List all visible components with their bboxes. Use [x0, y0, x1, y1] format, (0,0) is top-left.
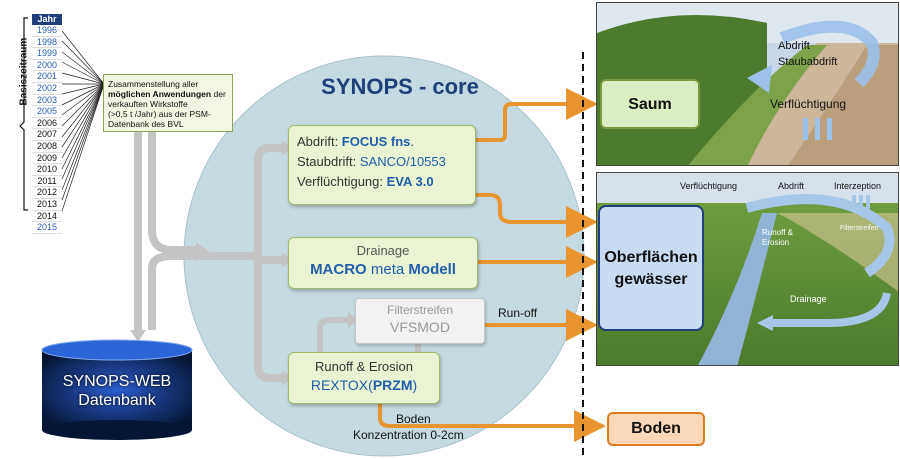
modell-label: Modell — [404, 261, 456, 278]
grey-arrow-head-filter — [348, 312, 358, 328]
year-item: 2008 — [32, 141, 62, 153]
year-item: 2003 — [32, 95, 62, 107]
grey-arrow-head-db — [130, 330, 146, 342]
oberfl-line1: Oberflächen — [604, 249, 698, 266]
rextox-label: REXTOX — [310, 377, 369, 393]
note-line4: (>0,5 t /Jahr) aus der PSM- — [108, 109, 211, 119]
note-line5: Datenbank des BVL — [108, 119, 184, 129]
photo2-drainage: Drainage — [790, 294, 827, 304]
photo1-verfluechtigung: Verflüchtigung — [770, 97, 847, 111]
photo2-verfluechtigung: Verflüchtigung — [680, 181, 738, 191]
grey-arrow-head-top — [282, 140, 292, 156]
photo1-staubabdrift: Staubabdrift — [778, 56, 838, 68]
filter-model: VFSMOD — [390, 319, 450, 335]
year-fan-lines — [61, 30, 105, 212]
year-item: 2000 — [32, 60, 62, 72]
core-title: SYNOPS - core — [321, 74, 479, 99]
drainage-title: Drainage — [356, 243, 410, 258]
filterstreifen-box: Filterstreifen VFSMOD — [355, 298, 485, 344]
drift-models-box: Abdrift: FOCUS fns. Staubdrift: SANCO/10… — [288, 125, 476, 205]
oberflaechengewaesser-box: Oberflächen gewässer — [598, 205, 704, 331]
note-line1: Zusammenstellung aller — [108, 79, 199, 89]
photo2-runoff: Runoff & — [762, 228, 793, 237]
year-item: 2012 — [32, 187, 62, 199]
macro-label: MACRO — [310, 261, 371, 278]
year-item: 1996 — [32, 25, 62, 37]
runoff-title: Runoff & Erosion — [314, 359, 414, 374]
db-line2: Datenbank — [78, 392, 156, 409]
meta-label: meta — [370, 261, 405, 278]
paren-open: ( — [368, 377, 373, 393]
filter-title: Filterstreifen — [386, 303, 454, 317]
source-note: Zusammenstellung aller möglichen Anwendu… — [103, 74, 233, 132]
basis-bracket — [19, 17, 28, 211]
saum-box: Saum — [600, 79, 700, 129]
database-cylinder — [41, 339, 193, 440]
year-item: 2010 — [32, 164, 62, 176]
verfl-model: EVA 3.0 — [386, 174, 434, 189]
year-item: 2002 — [32, 83, 62, 95]
staubdrift-model: SANCO/10553 — [359, 154, 446, 169]
grey-arrow-head-bot — [282, 370, 292, 386]
verfl-label: Verflüchtigung: — [297, 174, 387, 189]
grey-arrow-head-in — [196, 242, 210, 262]
year-item: 1999 — [32, 48, 62, 60]
basiszeitraum-label: Basiszeitraum — [18, 37, 30, 106]
year-header: Jahr — [32, 14, 62, 25]
grey-flow-arrows — [134, 132, 282, 382]
year-item: 2011 — [32, 176, 62, 188]
boden-box: Boden — [607, 412, 705, 446]
photo2-abdrift: Abdrift — [778, 181, 805, 191]
abdrift-label: Abdrift: — [297, 134, 342, 149]
przm-label: PRZM — [372, 377, 413, 393]
staubdrift-label: Staubdrift: — [297, 154, 360, 169]
year-item: 2001 — [32, 71, 62, 83]
grey-arrow-filter — [317, 317, 348, 352]
grey-arrow-head-mid — [282, 252, 292, 268]
orange-flow-arrows — [378, 88, 606, 442]
database-label: SYNOPS-WEB Datenbank — [52, 372, 182, 410]
note-line2: der — [213, 89, 226, 99]
boden-arrow-label: Boden — [396, 412, 431, 426]
paren-close: ) — [412, 377, 418, 393]
photo2-erosion: Erosion — [762, 238, 790, 247]
photo2-filterstreifen: Filterstreifen — [840, 225, 879, 232]
runoff-erosion-box: Runoff & Erosion REXTOX(PRZM) — [288, 352, 440, 404]
abdrift-dot: . — [410, 134, 415, 149]
db-line1: SYNOPS-WEB — [62, 373, 172, 390]
year-item: 1998 — [32, 37, 62, 49]
year-item: 2007 — [32, 129, 62, 141]
runoff-arrow-label: Run-off — [498, 306, 538, 320]
abdrift-model: FOCUS fns — [341, 134, 411, 149]
year-item: 2015 — [32, 222, 62, 234]
oberfl-line2: gewässer — [614, 271, 688, 288]
year-item: 2009 — [32, 153, 62, 165]
photo2-interzeption: Interzeption — [834, 181, 882, 191]
photo2-runoff-erosion: Runoff &Erosion — [762, 228, 793, 248]
konzentration-label: Konzentration 0-2cm — [353, 428, 464, 442]
note-line3: verkauften Wirkstoffe — [108, 99, 188, 109]
year-item: 2005 — [32, 106, 62, 118]
photo1-abdrift: Abdrift — [778, 40, 810, 52]
drainage-box: Drainage MACRO meta Modell — [288, 237, 478, 289]
year-item: 2006 — [32, 118, 62, 130]
note-bold: möglichen Anwendungen — [108, 89, 212, 99]
year-item: 2013 — [32, 199, 62, 211]
year-item: 2014 — [32, 211, 62, 223]
